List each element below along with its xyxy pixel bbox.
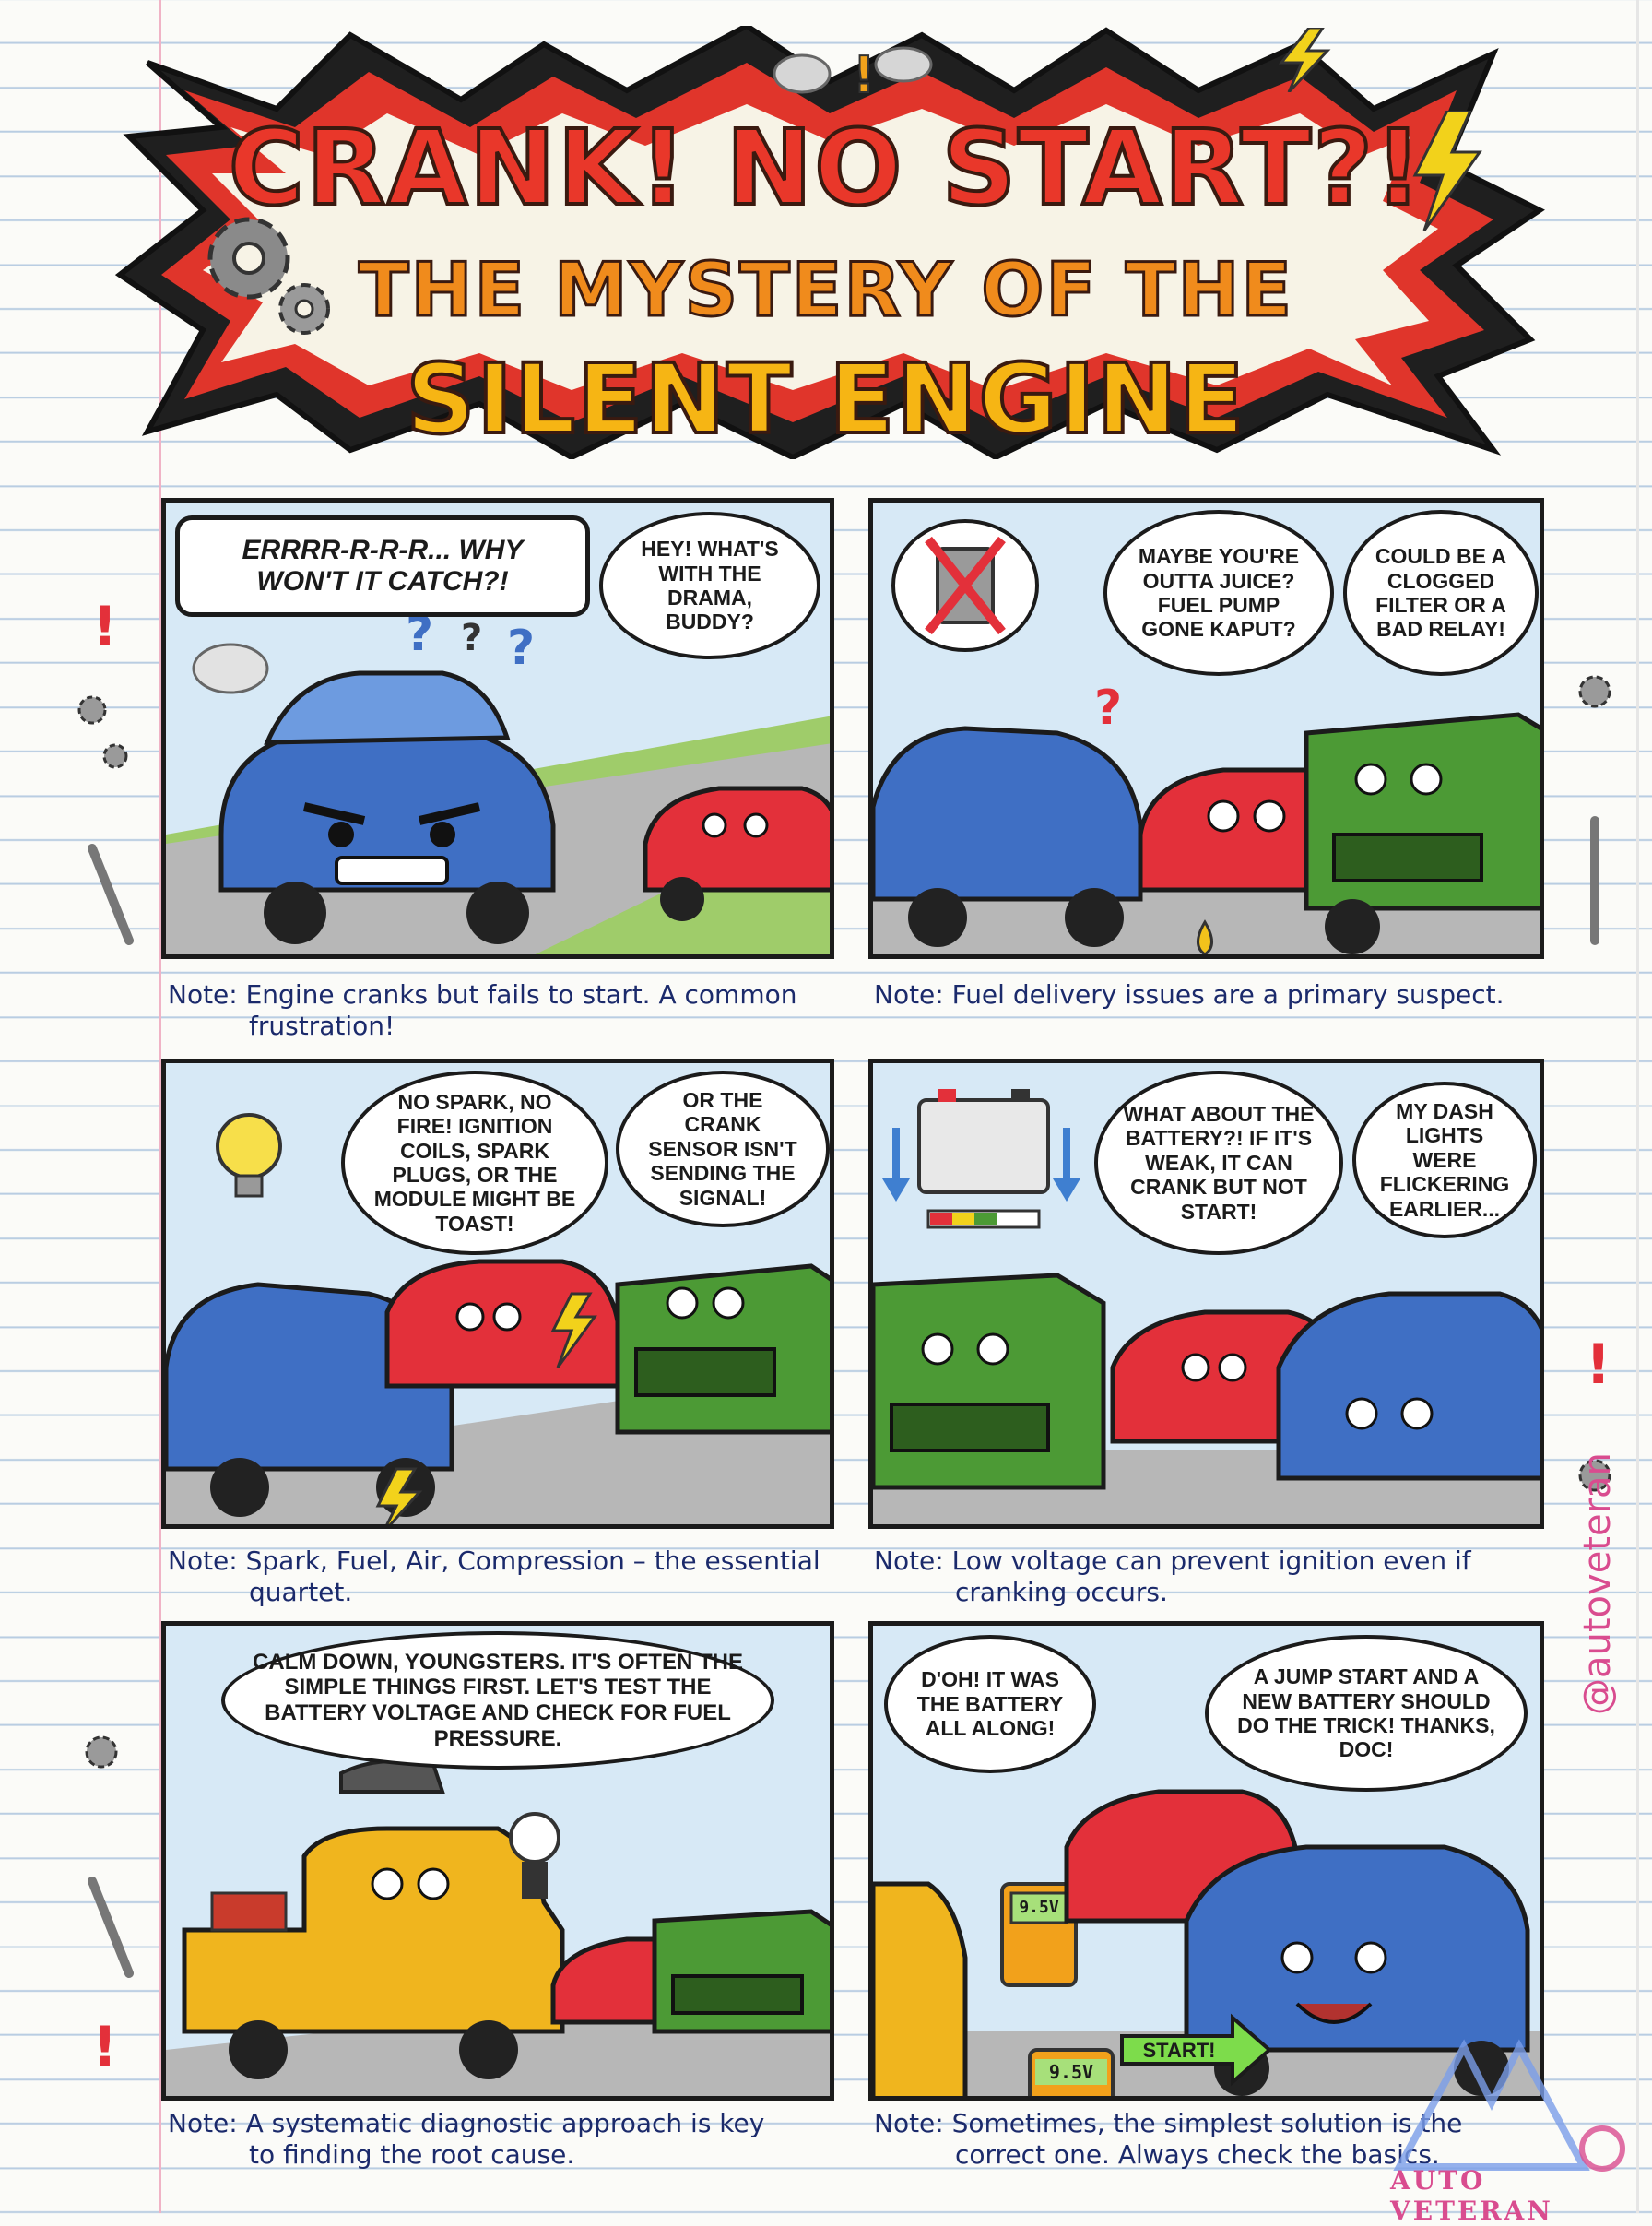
speech-bubble-blue-car: D'OH! IT WAS THE BATTERY ALL ALONG!: [884, 1635, 1096, 1773]
comic-panel-5: CALM DOWN, YOUNGSTERS. IT'S OFTEN THE SI…: [161, 1621, 834, 2101]
speech-bubble-blue-car: MY DASH LIGHTS WERE FLICKERING EARLIER..…: [1352, 1082, 1537, 1238]
svg-text:?: ?: [461, 617, 482, 659]
comic-panel-2: ? MAYBE YOU'RE OUTTA JUICE? FUEL PUMP GO…: [868, 498, 1544, 959]
lightning-bolt-icon: [1412, 111, 1482, 231]
comic-panel-6: 9.5V 9.5V START! D'OH! IT WAS THE BATTER…: [868, 1621, 1544, 2101]
svg-text:!: !: [92, 595, 117, 659]
svg-text:!: !: [1586, 1332, 1611, 1397]
panel-2-scene: ?: [873, 503, 1540, 954]
comic-panel-1: ? ? ? ERRRR-R-R-R... WHY WON'T IT CATCH?…: [161, 498, 834, 959]
speech-bubble-green-suv: OR THE CRANK SENSOR ISN'T SENDING THE SI…: [616, 1071, 830, 1227]
comic-panel-3: NO SPARK, NO FIRE! IGNITION COILS, SPARK…: [161, 1059, 834, 1529]
svg-text:?: ?: [507, 621, 535, 676]
meter-reading-1: 9.5V: [1019, 1898, 1059, 1917]
start-arrow: [1120, 2013, 1273, 2087]
green-suv: [652, 1909, 830, 2034]
speech-bubble-green-suv: COULD BE A CLOGGED FILTER OR A BAD RELAY…: [1343, 510, 1539, 676]
speech-bubble-red-car: HEY! WHAT'S WITH THE DRAMA, BUDDY?: [599, 512, 820, 659]
panel-1-note: Note: Engine cranks but fails to start. …: [168, 979, 797, 1041]
panel-3-note: Note: Spark, Fuel, Air, Compression – th…: [168, 1545, 820, 1607]
fuel-can-crossed-icon: [891, 519, 1039, 652]
lightbulb-icon: [216, 1113, 282, 1198]
margin-doodles-left-2: !: [85, 1735, 134, 2079]
green-suv: [873, 1273, 1106, 1490]
speech-bubble-red-car: NO SPARK, NO FIRE! IGNITION COILS, SPARK…: [341, 1071, 608, 1255]
svg-text:!: !: [853, 46, 876, 104]
speech-bubble-green-suv: WHAT ABOUT THE BATTERY?! IF IT'S WEAK, I…: [1094, 1071, 1343, 1255]
gear-icon: [207, 217, 330, 335]
sad-battery-icon: [917, 1089, 1050, 1229]
auto-veteran-logo: [1393, 2039, 1625, 2172]
speech-bubble-blue-car: ERRRR-R-R-R... WHY WON'T IT CATCH?!: [175, 515, 590, 617]
margin-doodles-right: [1578, 675, 1611, 945]
title-line-2: THE MYSTERY OF THE: [357, 246, 1294, 335]
margin-doodles-right-2: !: [1578, 1332, 1611, 1492]
svg-text:?: ?: [1094, 681, 1122, 736]
green-suv: [1304, 712, 1540, 954]
yellow-truck-side: [873, 1881, 968, 2096]
yellow-pickup-truck: [182, 1758, 565, 2079]
speech-bubble-red-car: A JUMP START AND A NEW BATTERY SHOULD DO…: [1205, 1635, 1528, 1792]
smoke-puff-icon: !: [773, 45, 933, 105]
panel-6-note: Note: Sometimes, the simplest solution i…: [874, 2108, 1463, 2170]
blue-car-angry: [218, 670, 556, 944]
comic-panel-4: WHAT ABOUT THE BATTERY?! IF IT'S WEAK, I…: [868, 1059, 1544, 1529]
notebook-margin-line: [159, 0, 161, 2213]
green-suv: [615, 1263, 830, 1435]
title-line-1: CRANK! NO START?!: [227, 107, 1424, 231]
svg-text:!: !: [92, 2015, 117, 2079]
blue-car-worried: [1276, 1291, 1540, 1481]
title-burst: [114, 26, 1545, 459]
notebook-right-edge: [1636, 0, 1639, 2213]
speech-bubble-red-car: MAYBE YOU'RE OUTTA JUICE? FUEL PUMP GONE…: [1103, 510, 1334, 676]
red-sports-car: [384, 1259, 620, 1389]
lightning-bolt-icon-small: [1278, 28, 1331, 92]
panel-5-note: Note: A systematic diagnostic approach i…: [168, 2108, 765, 2170]
social-handle: @autoveteran: [1576, 1452, 1619, 1715]
meter-reading-2: 9.5V: [1035, 2059, 1107, 2085]
brand-name: AUTO VETERAN: [1390, 2165, 1553, 2226]
margin-doodles-left: !: [77, 595, 134, 945]
blue-car: [873, 726, 1143, 947]
red-sports-car: [643, 786, 830, 921]
panel-2-note: Note: Fuel delivery issues are a primary…: [874, 979, 1504, 1010]
start-label: START!: [1142, 2039, 1216, 2062]
pressure-gauge-icon: [509, 1812, 560, 1899]
panel-1-scene: ? ? ?: [166, 503, 830, 954]
speech-bubble-tow-truck: CALM DOWN, YOUNGSTERS. IT'S OFTEN THE SI…: [221, 1631, 774, 1770]
panel-6-scene: [873, 1626, 1540, 2096]
title-line-3: SILENT ENGINE: [404, 341, 1246, 457]
panel-4-note: Note: Low voltage can prevent ignition e…: [874, 1545, 1471, 1607]
